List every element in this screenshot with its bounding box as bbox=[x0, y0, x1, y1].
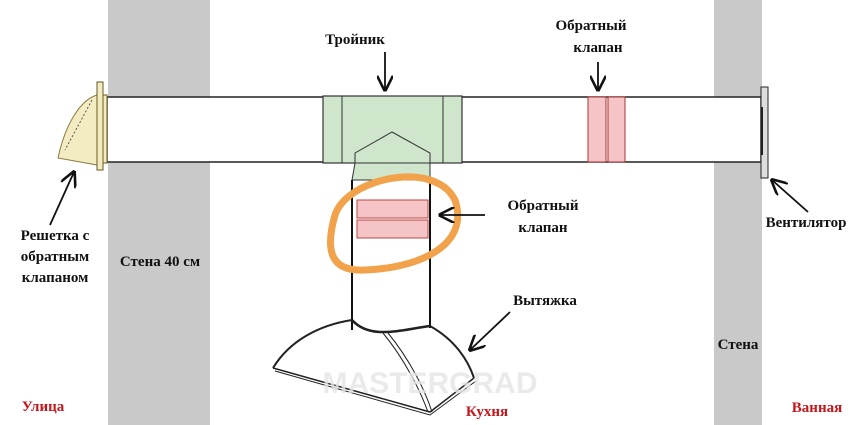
wall-thick-label: Стена 40 см bbox=[120, 254, 200, 270]
valve-label-line1: Обратный bbox=[556, 18, 627, 34]
tee-fitting bbox=[322, 95, 463, 181]
duct-check-valve bbox=[587, 96, 626, 163]
grille-label-line2: обратным bbox=[21, 249, 89, 265]
fan-arrow bbox=[772, 180, 809, 213]
highlight-circle bbox=[326, 173, 462, 274]
grille-arrow bbox=[49, 172, 74, 226]
watermark: MASTERGRAD bbox=[323, 367, 538, 400]
branch-valve-label-line2: клапан bbox=[518, 220, 568, 236]
inner-wall bbox=[714, 0, 762, 425]
room-kitchen: Кухня bbox=[466, 404, 508, 420]
tee-label: Тройник bbox=[325, 32, 385, 48]
kitchen-hood bbox=[272, 319, 477, 416]
fan-icon bbox=[760, 86, 769, 179]
valve-label-line2: клапан bbox=[573, 40, 623, 56]
hood-arrow bbox=[470, 311, 511, 350]
hood-label: Вытяжка bbox=[513, 293, 577, 309]
room-bathroom: Ванная bbox=[792, 400, 842, 416]
grille-label-line3: клапаном bbox=[22, 270, 89, 286]
branch-valve-label-line1: Обратный bbox=[508, 198, 579, 214]
room-street: Улица bbox=[22, 399, 65, 415]
wall-label: Стена bbox=[718, 337, 759, 353]
fan-label: Вентилятор bbox=[766, 215, 847, 231]
grille-label-line1: Решетка с bbox=[21, 228, 90, 244]
grille-icon bbox=[57, 81, 108, 171]
outer-wall bbox=[108, 0, 210, 425]
branch-check-valve bbox=[356, 199, 429, 239]
